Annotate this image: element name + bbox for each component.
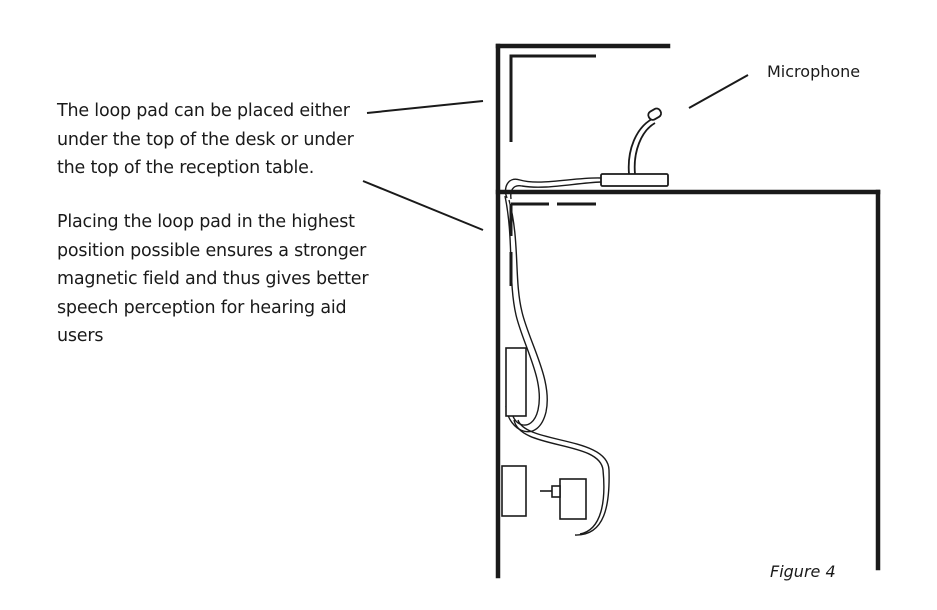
loop-amplifier	[505, 347, 527, 417]
leader-lines	[362, 74, 749, 231]
figure-caption: Figure 4	[770, 562, 836, 581]
power-cable	[513, 419, 605, 535]
microphone-icon	[600, 107, 669, 187]
microphone-base	[600, 173, 669, 187]
microphone-gooseneck	[627, 118, 653, 175]
loop-cable-outer	[504, 195, 540, 426]
power-adapter	[559, 478, 587, 520]
loop-pad-upper	[509, 54, 596, 142]
leader-line-microphone	[688, 74, 749, 109]
loop-pad-positions	[509, 54, 596, 286]
wall-socket	[501, 465, 527, 517]
placement-paragraph: The loop pad can be placed either under …	[57, 101, 354, 178]
loop-cable-inner	[505, 199, 548, 433]
cables	[504, 177, 610, 536]
power-supply-icon	[501, 465, 587, 520]
desk-structure	[495, 43, 881, 579]
microphone-head	[647, 107, 662, 121]
microphone-cable	[504, 177, 602, 199]
leader-line-desk-top	[366, 100, 484, 114]
microphone-label: Microphone	[767, 62, 861, 81]
plug-connector	[551, 485, 561, 498]
leader-line-table-top	[362, 180, 484, 231]
benefit-paragraph: Placing the loop pad in the highest posi…	[57, 212, 369, 346]
